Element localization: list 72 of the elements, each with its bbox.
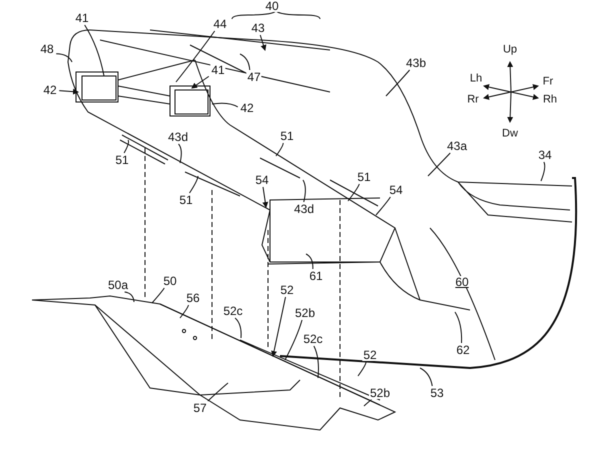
callout-number: 44 xyxy=(212,18,228,30)
callout-number: 47 xyxy=(246,71,262,83)
leader-line xyxy=(376,196,391,216)
leader-line xyxy=(191,76,210,89)
direction-label: Lh xyxy=(470,74,482,84)
callout-number: 54 xyxy=(254,174,270,186)
leader-line xyxy=(420,368,433,386)
leader-line xyxy=(56,53,72,62)
leader-line xyxy=(386,70,410,96)
leader-line xyxy=(454,312,462,344)
callout-number: 43 xyxy=(250,22,266,34)
callout-number: 43b xyxy=(404,57,428,69)
callout-number: 34 xyxy=(537,149,553,161)
leader-line xyxy=(207,382,228,402)
direction-label: Up xyxy=(502,44,518,56)
leader-line xyxy=(240,54,250,70)
callout-number: 43d xyxy=(166,131,190,143)
leader-line xyxy=(178,144,182,164)
callout-number: 48 xyxy=(39,43,55,55)
leader-line xyxy=(271,296,286,357)
callout-number: 43a xyxy=(446,140,468,152)
leader-line xyxy=(152,288,165,304)
callout-number: 52 xyxy=(362,349,378,361)
callout-number: 43d xyxy=(292,203,316,215)
leader-line xyxy=(124,292,134,302)
callout-number: 52b xyxy=(368,387,392,399)
callout-number: 52 xyxy=(279,284,295,296)
callout-number: 52c xyxy=(222,305,244,317)
leader-line xyxy=(306,254,314,270)
leader-line xyxy=(262,186,268,208)
direction-label: Rh xyxy=(542,94,558,106)
callout-number: 51 xyxy=(178,194,194,206)
callout-number: 50a xyxy=(106,279,130,291)
callout-number: 57 xyxy=(192,402,208,414)
leader-line xyxy=(260,34,266,51)
callout-number: 51 xyxy=(356,171,372,183)
callout-number: 52b xyxy=(294,307,316,319)
callout-number: 54 xyxy=(388,184,404,196)
callout-number: 42 xyxy=(239,102,255,114)
callout-number: 53 xyxy=(429,387,445,399)
leader-line xyxy=(313,346,319,378)
direction-label: Rr xyxy=(467,94,479,106)
leader-line xyxy=(234,318,242,338)
callout-number: 52c xyxy=(302,333,324,345)
leader-line xyxy=(84,24,104,76)
callout-number: 50 xyxy=(162,275,178,287)
callout-number: 42 xyxy=(42,84,58,96)
part-number: 60 xyxy=(454,276,470,288)
leader-line xyxy=(58,88,79,95)
leader-line xyxy=(348,184,360,202)
callout-number: 56 xyxy=(185,292,201,304)
leader-line xyxy=(540,162,546,182)
leader-line xyxy=(212,102,238,108)
callout-number: 51 xyxy=(279,130,295,142)
callout-number: 41 xyxy=(210,64,226,76)
callout-number: 41 xyxy=(74,12,90,24)
leader-line xyxy=(302,180,306,202)
leader-line xyxy=(364,399,372,406)
direction-label: Fr xyxy=(542,76,554,88)
leader-line xyxy=(428,152,451,176)
leader-line xyxy=(284,320,303,360)
direction-label: Dw xyxy=(502,128,518,140)
leader-line xyxy=(180,304,189,318)
callout-number: 40 xyxy=(264,0,280,12)
leader-line xyxy=(358,362,366,376)
leader-line xyxy=(176,30,216,82)
leader-line xyxy=(276,142,284,156)
callout-number: 51 xyxy=(114,154,130,166)
callout-number: 62 xyxy=(455,344,471,356)
callout-number: 61 xyxy=(308,270,324,282)
leader-line xyxy=(124,140,130,154)
leader-line xyxy=(189,176,198,194)
